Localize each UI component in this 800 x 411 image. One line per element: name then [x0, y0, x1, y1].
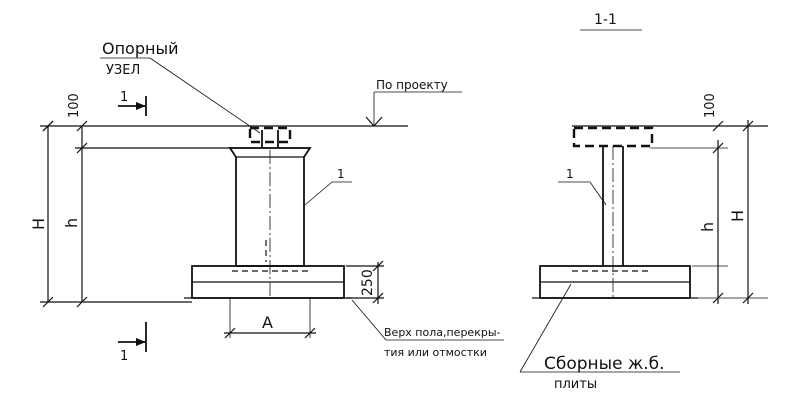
- callout-1-right-num: 1: [566, 167, 574, 181]
- dim-h-right: h: [698, 222, 717, 232]
- dim-tick: [42, 120, 54, 132]
- dim-tick: [76, 120, 88, 132]
- section-arrow-bottom: [136, 338, 146, 346]
- dim-tick: [224, 327, 236, 339]
- by-project-label: По проекту: [376, 78, 448, 92]
- dim-tick: [712, 120, 724, 132]
- dim-100-left: 100: [67, 93, 82, 118]
- dim-tick: [712, 142, 724, 154]
- callout-1-left-num: 1: [337, 167, 345, 181]
- section-support-node: [572, 126, 654, 148]
- section-title: 1-1: [594, 12, 617, 28]
- dim-tick: [372, 260, 384, 272]
- floor-note-line-2: тия или отмостки: [384, 346, 487, 359]
- section-mark-top-num: 1: [120, 90, 128, 105]
- slabs-label-1: Сборные ж.б.: [544, 354, 665, 374]
- dim-tick: [42, 296, 54, 308]
- slabs-label-2: плиты: [554, 377, 597, 392]
- callout-1-leader: [304, 181, 333, 206]
- dim-tick: [712, 292, 724, 304]
- section-arrow-top: [136, 102, 146, 110]
- callout-1-right-leader: [589, 181, 607, 206]
- support-node-label-1: Опорный: [102, 39, 179, 58]
- dim-tick: [76, 296, 88, 308]
- dim-h-left: h: [62, 218, 81, 228]
- dim-H-right: H: [728, 210, 747, 222]
- level-tick: [373, 116, 383, 127]
- dim-tick: [742, 292, 754, 304]
- support-node-label-2: УЗЕЛ: [106, 63, 140, 78]
- slabs-leader: [519, 283, 572, 373]
- section-mark-bottom-num: 1: [120, 349, 128, 364]
- support-node: [248, 126, 292, 144]
- section-view: [519, 29, 768, 373]
- dim-A: A: [262, 313, 273, 332]
- dim-H-left: H: [29, 218, 48, 230]
- front-view: [40, 57, 504, 352]
- floor-note-leader: [351, 299, 387, 341]
- dim-tick: [304, 327, 316, 339]
- dim-100-right: 100: [703, 93, 718, 118]
- dim-tick: [372, 292, 384, 304]
- support-node-leader: [149, 57, 261, 134]
- floor-note-line-1: Верх пола,перекры-: [384, 326, 501, 339]
- labels: Опорный УЗЕЛ По проекту 100 H h 250 A 1 …: [29, 12, 747, 392]
- dim-250: 250: [360, 269, 376, 296]
- level-tick: [365, 116, 375, 127]
- dim-tick: [742, 120, 754, 132]
